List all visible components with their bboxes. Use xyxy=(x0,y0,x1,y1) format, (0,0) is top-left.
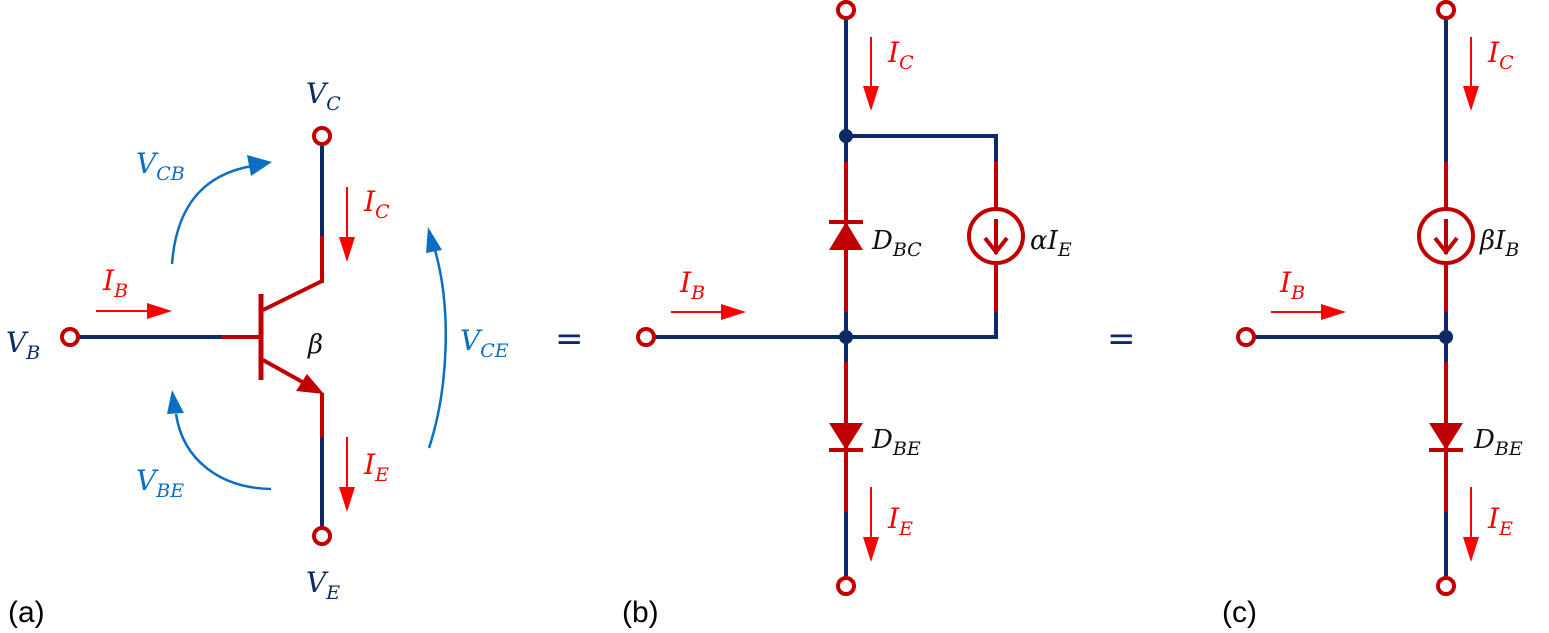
label-beta-ib: βIB xyxy=(1479,226,1519,261)
label-ic: IC xyxy=(887,36,914,74)
label-vce: VCE xyxy=(460,324,509,362)
current-source-beta xyxy=(1417,207,1475,265)
panel-label-c: (c) xyxy=(1222,596,1257,629)
collector-terminal xyxy=(312,126,332,146)
equals-sign: = xyxy=(1107,319,1136,359)
label-ib: IB xyxy=(102,264,128,302)
transistor-emitter-lead xyxy=(262,358,307,386)
panel-c: IC IB IE βIB DBE (c) xyxy=(1222,0,1523,629)
current-arrow-ib xyxy=(1271,304,1346,320)
label-ib: IB xyxy=(679,266,705,304)
current-arrow-ic xyxy=(1463,37,1479,111)
label-vcb: VCB xyxy=(136,147,185,185)
panel-b: IC IB IE DBC DBE αIE (b) xyxy=(622,0,1072,629)
transistor-collector-lead xyxy=(262,279,323,312)
diode-dbe xyxy=(829,423,863,452)
emitter-terminal xyxy=(312,526,332,546)
label-vc: VC xyxy=(306,77,341,115)
collector-terminal xyxy=(836,0,856,20)
current-arrow-ie xyxy=(863,487,879,562)
junction-node xyxy=(839,330,853,344)
equals-sign: = xyxy=(555,319,584,359)
diode-dbc xyxy=(829,220,863,250)
collector-terminal xyxy=(1436,0,1456,20)
current-arrow-ic xyxy=(339,187,355,262)
voltage-arc-vce xyxy=(426,227,447,449)
label-beta: β xyxy=(307,330,323,360)
current-arrow-ie xyxy=(1463,487,1479,562)
panel-a: VB VC VE IB IC IE VCB VBE VCE β (a) xyxy=(6,77,509,629)
label-dbe: DBE xyxy=(871,425,921,460)
base-terminal xyxy=(60,327,80,347)
current-arrow-ic xyxy=(863,37,879,111)
label-alpha-ie: αIE xyxy=(1030,226,1072,261)
base-terminal xyxy=(1236,327,1256,347)
panel-label-b: (b) xyxy=(622,596,659,629)
base-terminal xyxy=(636,327,656,347)
label-ie: IE xyxy=(363,448,389,486)
label-ic: IC xyxy=(363,185,390,223)
label-ib: IB xyxy=(1279,266,1305,304)
junction-node xyxy=(1439,330,1453,344)
emitter-arrow-icon xyxy=(296,374,324,394)
label-dbc: DBC xyxy=(871,226,922,261)
current-arrow-ie xyxy=(339,437,355,512)
voltage-arc-vcb xyxy=(170,155,272,265)
label-vbe: VBE xyxy=(136,464,184,502)
diode-dbe xyxy=(1429,423,1463,452)
label-ic: IC xyxy=(1487,36,1514,74)
current-arrow-ib xyxy=(671,304,746,320)
current-source-alpha xyxy=(967,207,1025,265)
panel-label-a: (a) xyxy=(8,596,45,629)
emitter-terminal xyxy=(1436,576,1456,596)
voltage-arc-vbe xyxy=(167,390,272,491)
label-ie: IE xyxy=(887,502,913,540)
label-ve: VE xyxy=(306,566,340,604)
label-dbe: DBE xyxy=(1473,425,1523,460)
label-ie: IE xyxy=(1487,502,1513,540)
current-arrow-ib xyxy=(96,303,172,319)
emitter-terminal xyxy=(836,576,856,596)
junction-node xyxy=(839,129,853,143)
label-vb: VB xyxy=(6,326,40,364)
